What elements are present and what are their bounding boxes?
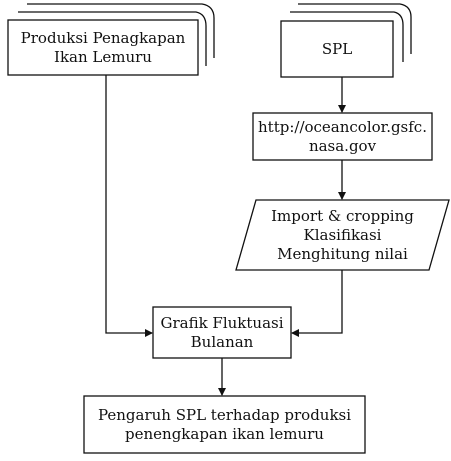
node-produksi-label: Produksi Penagkapan Ikan Lemuru bbox=[20, 28, 186, 66]
node-produksi-shape bbox=[7, 3, 215, 76]
node-spl-label: SPL bbox=[321, 39, 353, 58]
node-url-label: http://oceancolor.gsfc. nasa.gov bbox=[258, 117, 427, 155]
node-pengaruh-label: Pengaruh SPL terhadap produksi penengkap… bbox=[97, 405, 352, 443]
node-spl-shape bbox=[280, 3, 412, 78]
node-url-shape bbox=[252, 112, 433, 161]
node-process-label: Import & cropping Klasifikasi Menghitung… bbox=[271, 206, 414, 263]
node-grafik-shape bbox=[152, 306, 292, 359]
edge-produksi-to-grafik bbox=[105, 75, 153, 337]
node-process-shape bbox=[235, 199, 450, 271]
node-grafik-label: Grafik Fluktuasi Bulanan bbox=[160, 313, 284, 351]
edge-process-to-grafik bbox=[291, 270, 343, 337]
node-pengaruh-shape bbox=[83, 395, 366, 454]
